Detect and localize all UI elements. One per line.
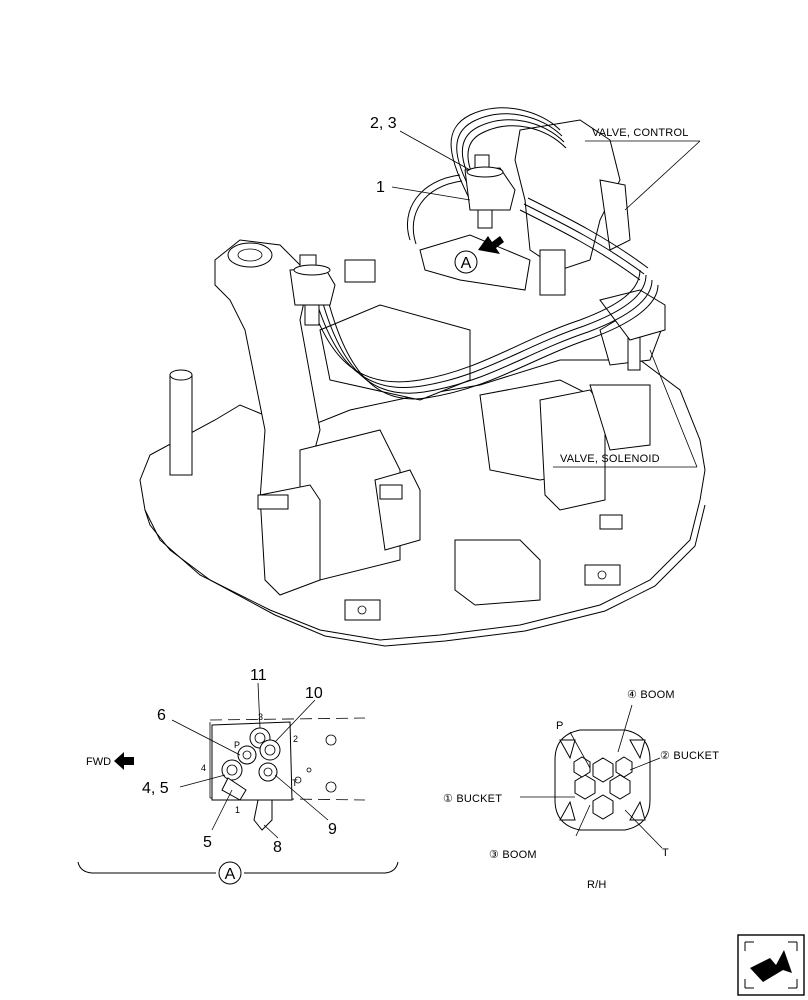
callout-2-3: 2, 3 — [370, 115, 397, 132]
label-port-p: P — [556, 720, 564, 732]
detail-a-ref-main: A — [461, 255, 472, 272]
left-joystick — [289, 254, 336, 326]
port-mark-1: 1 — [235, 805, 240, 815]
fwd-arrow-icon — [114, 752, 134, 770]
callout-9: 9 — [328, 821, 337, 838]
right-joystick — [464, 154, 516, 229]
port-mark-2: 2 — [293, 734, 298, 744]
detail-a-section-label: A — [225, 866, 236, 883]
label-boom-3: ③ BOOM — [489, 849, 537, 861]
label-bucket-1: ① BUCKET — [443, 793, 502, 805]
port-mark-p: P — [234, 740, 240, 750]
port-mark-3: 3 — [258, 712, 263, 722]
callout-10: 10 — [305, 685, 323, 702]
port-mark-t: T — [292, 778, 298, 788]
label-port-t: T — [662, 847, 669, 859]
detail-a-view: 3 2 4 1 P T — [201, 712, 366, 831]
label-boom-4: ④ BOOM — [627, 689, 675, 701]
port-mark-4: 4 — [201, 763, 206, 773]
next-page-arrow-icon[interactable] — [737, 934, 805, 996]
pilot-hoses — [309, 107, 659, 400]
callout-4-5: 4, 5 — [142, 780, 169, 797]
callout-11: 11 — [250, 667, 267, 684]
label-valve-control: VALVE, CONTROL — [592, 127, 689, 139]
label-bucket-2: ② BUCKET — [660, 750, 719, 762]
fwd-indicator: FWD — [86, 752, 134, 770]
callout-1: 1 — [376, 179, 385, 196]
label-valve-solenoid: VALVE, SOLENOID — [560, 453, 660, 465]
label-rh: R/H — [587, 879, 607, 891]
callout-6: 6 — [157, 707, 166, 724]
fwd-label: FWD — [86, 756, 111, 768]
callout-8: 8 — [273, 839, 282, 856]
callout-5: 5 — [203, 834, 212, 851]
detail-a-arrow: A — [454, 236, 504, 274]
upper-structure-frame — [139, 119, 706, 647]
port-view-rh — [554, 729, 651, 831]
